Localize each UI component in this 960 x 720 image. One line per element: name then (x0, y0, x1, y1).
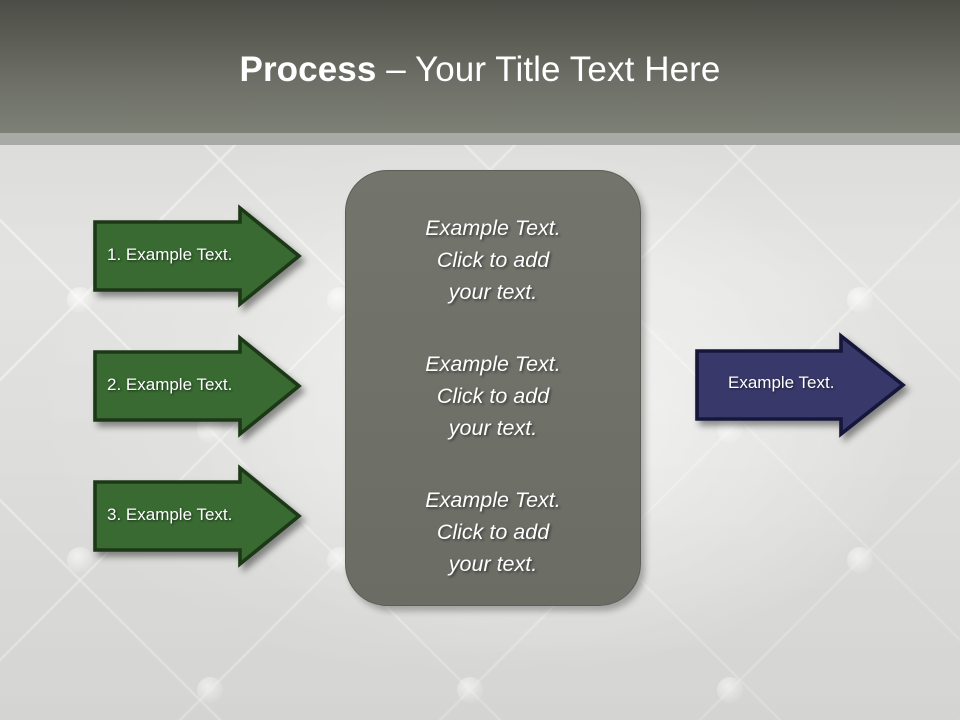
page-title: Process – Your Title Text Here (0, 48, 960, 92)
result-arrow[interactable]: Example Text. (695, 332, 910, 438)
center-content-panel[interactable] (345, 170, 641, 606)
step-arrow-3[interactable]: 3. Example Text. (93, 464, 303, 568)
step-arrow-2[interactable]: 2. Example Text. (93, 334, 303, 438)
center-text-block-1: Example Text. Click to add your text. (388, 212, 598, 308)
center-text-block-1-line3: your text. (448, 280, 538, 304)
center-text-block-3-line1: Example Text. (425, 488, 561, 512)
center-text-block-3-line3: your text. (448, 552, 538, 576)
center-text-block-2: Example Text. Click to add your text. (388, 348, 598, 444)
step-arrow-1-shape (93, 204, 302, 308)
center-content-text-group: Example Text. Click to add your text. Ex… (345, 170, 641, 606)
step-arrow-3-shape (93, 464, 302, 568)
center-text-block-2-line1: Example Text. (425, 352, 561, 376)
title-band-strip (0, 133, 960, 145)
page-title-strong: Process (239, 50, 377, 89)
step-arrow-1[interactable]: 1. Example Text. (93, 204, 303, 308)
title-band (0, 0, 960, 133)
center-text-block-2-line3: your text. (448, 416, 538, 440)
result-arrow-shape (695, 332, 906, 438)
page-title-rest: – Your Title Text Here (376, 50, 721, 89)
center-text-block-1-line1: Example Text. (425, 216, 561, 240)
center-text-block-3-line2: Click to add (436, 520, 550, 544)
center-text-block-2-line2: Click to add (436, 384, 550, 408)
center-text-block-1-line2: Click to add (436, 248, 550, 272)
step-arrow-2-shape (93, 334, 302, 438)
center-text-block-3: Example Text. Click to add your text. (388, 484, 598, 580)
